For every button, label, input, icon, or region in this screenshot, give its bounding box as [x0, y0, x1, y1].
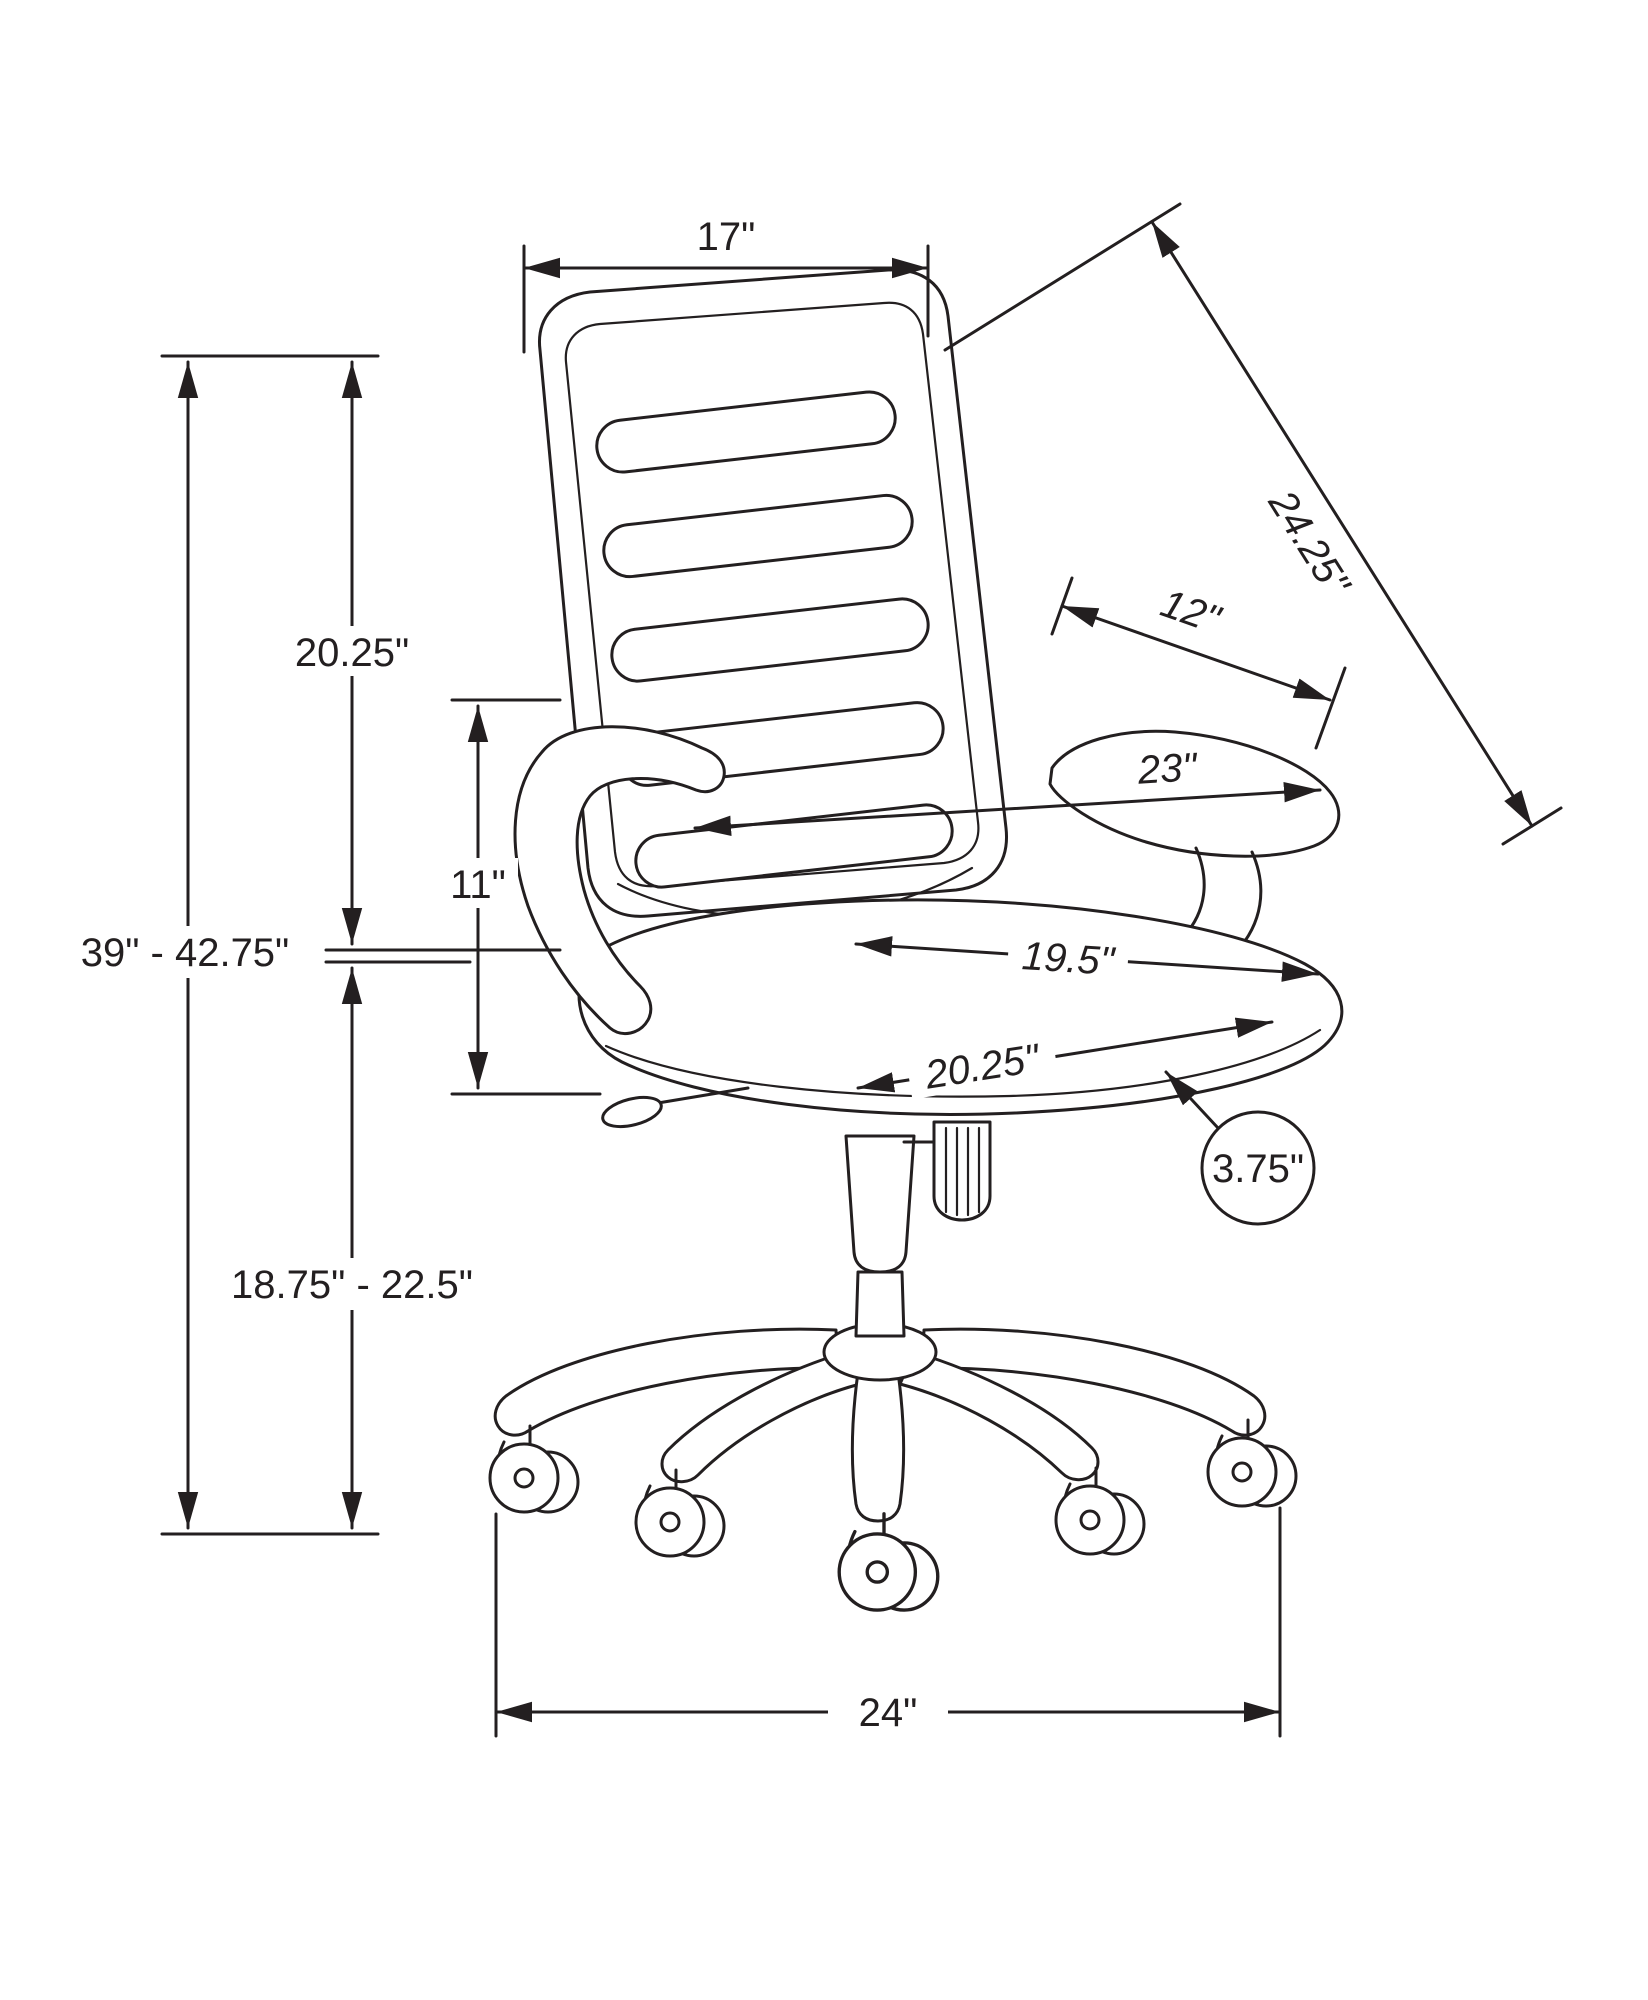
dim-label-back-width: 17" [697, 215, 756, 259]
backrest-slat [602, 493, 914, 579]
dim-seat-thickness: 3.75" [1164, 1070, 1316, 1226]
label-background [283, 626, 423, 676]
backrest-slat [595, 390, 897, 474]
tilt-lever [601, 1086, 750, 1129]
callout-circle [1200, 1110, 1316, 1226]
label-background [214, 1258, 490, 1310]
tilt-lever-handle [601, 1095, 663, 1129]
tilt-lever-arm [650, 1086, 750, 1106]
dim-label-arm-pad-length: 12" [1155, 581, 1227, 643]
dim-back-height: 20.25" [283, 360, 562, 952]
base [493, 1322, 1267, 1523]
dim-label-armrest-height: 11" [450, 863, 506, 907]
dim-armrest-height: 11" [438, 698, 602, 1096]
dim-label-back-diagonal: 24.25" [1259, 482, 1359, 605]
label-background [828, 1686, 948, 1738]
dim-label-seat-height: 18.75" - 22.5" [231, 1263, 473, 1307]
gas-cylinder [844, 1134, 938, 1338]
backrest [538, 268, 1009, 919]
dim-label-seat-thickness: 3.75" [1212, 1147, 1304, 1191]
cylinder-upper-taper [844, 1134, 916, 1274]
dim-base-width: 24" [494, 1506, 1282, 1738]
cylinder-lower-tube [854, 1270, 906, 1338]
caster-wheel [488, 1424, 580, 1514]
dim-label-overall-width: 23" [1136, 745, 1200, 793]
extension-tick [1314, 666, 1347, 750]
dim-overall-width: 23" [693, 745, 1322, 836]
leader-arrow [1164, 1070, 1220, 1130]
backrest-slat [610, 597, 930, 683]
dim-overall-height: 39" - 42.75" [58, 354, 380, 1536]
caster-wheel [1054, 1466, 1146, 1556]
base-leg-left [493, 1327, 840, 1437]
label-background [58, 926, 312, 978]
dim-label-seat-depth: 19.5" [1021, 934, 1117, 984]
dim-back-width: 17" [522, 215, 930, 354]
label-background [438, 858, 518, 908]
base-leg-mid-left [660, 1350, 862, 1484]
base-leg-front [850, 1370, 906, 1523]
label-background [1006, 928, 1130, 984]
dim-seat-depth: 19.5" [854, 928, 1320, 984]
extension-tick [943, 202, 1182, 352]
dim-label-back-height: 20.25" [295, 631, 409, 675]
dim-label-overall-height: 39" - 42.75" [81, 931, 290, 975]
base-leg-right [920, 1327, 1267, 1437]
height-adjust-knob [932, 1120, 992, 1222]
dim-seat-height: 18.75" - 22.5" [214, 960, 490, 1530]
base-leg-mid-right [898, 1350, 1100, 1482]
caster-wheel [837, 1512, 940, 1612]
dim-label-base-width: 24" [859, 1691, 918, 1735]
dimension-line [1150, 220, 1534, 828]
dimension-line [693, 782, 1322, 836]
dim-arm-pad-length: 12" [1050, 576, 1347, 750]
knob-body [932, 1120, 992, 1222]
dimension-line [1060, 604, 1332, 702]
label-background [904, 1028, 1059, 1100]
chair [488, 268, 1344, 1612]
